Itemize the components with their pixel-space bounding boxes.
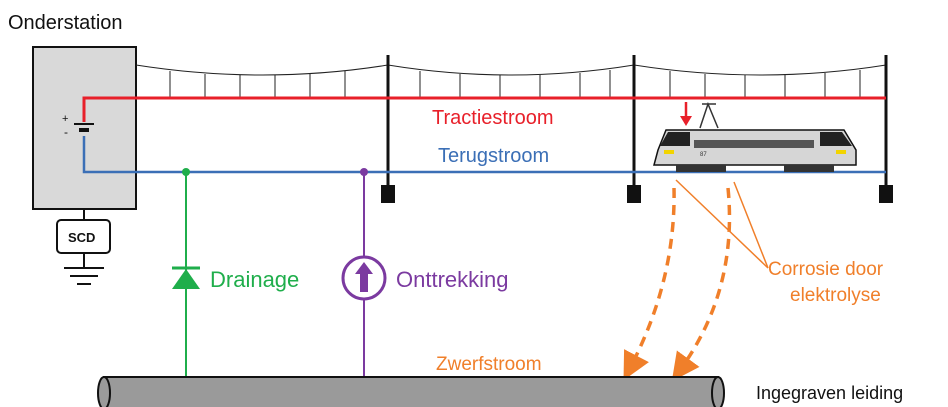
catenary-mast [381, 55, 395, 203]
pantograph-current-arrow [680, 102, 692, 126]
ground-icon [64, 253, 104, 285]
buried-pipe [97, 376, 725, 407]
current-source-icon [341, 255, 387, 301]
stray-current-arrows [623, 187, 732, 382]
corrosion-pointer-lines [675, 179, 769, 269]
substation-label: Onderstation [8, 12, 123, 34]
battery-icon: + - [62, 113, 94, 139]
stray-current-label: Zwerfstroom [436, 354, 542, 375]
traction-current-label: Tractiestroom [432, 107, 554, 129]
traction-current-line [82, 96, 886, 122]
svg-text:-: - [64, 125, 68, 139]
catenary-mast [627, 55, 641, 203]
corrosion-label-line1: Corrosie door [768, 259, 884, 280]
return-current-line [82, 136, 886, 174]
diode-icon [172, 266, 200, 289]
extraction-label: Onttrekking [396, 267, 509, 292]
catenary-wire [135, 64, 887, 99]
svg-text:+: + [62, 113, 68, 125]
buried-pipe-label: Ingegraven leiding [756, 383, 903, 403]
catenary-droppers [169, 70, 861, 98]
corrosion-label-line2: elektrolyse [790, 285, 881, 306]
locomotive-number: 87 [700, 152, 707, 158]
drainage-label: Drainage [210, 267, 299, 292]
locomotive-icon: 87 [653, 101, 857, 172]
catenary-mast [879, 55, 893, 203]
return-current-label: Terugstroom [438, 145, 549, 167]
scd-label: SCD [68, 230, 95, 245]
